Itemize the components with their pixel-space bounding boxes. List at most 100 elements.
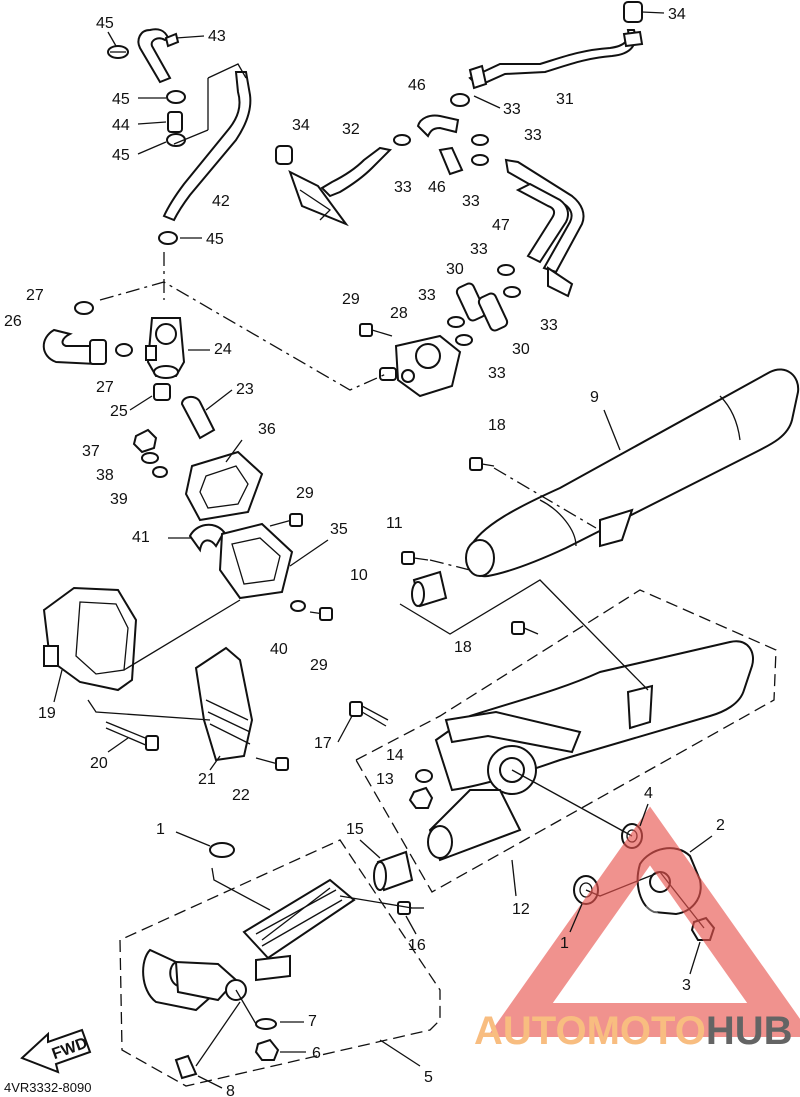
callout-7: 7 <box>308 1013 317 1030</box>
callout-numbers: 45 43 34 31 46 33 45 44 45 34 32 33 33 4… <box>4 6 725 1097</box>
washer-39 <box>152 466 168 478</box>
callout-6: 6 <box>312 1045 321 1062</box>
reed-valve-24 <box>145 317 186 379</box>
callout-18-top: 18 <box>488 417 506 434</box>
fwd-arrow-icon: FWD <box>20 1028 92 1074</box>
callout-18-low: 18 <box>454 639 472 656</box>
clip-45-a <box>166 90 186 104</box>
clip-27-top <box>74 301 94 315</box>
hose-42 <box>162 63 252 222</box>
watermark-text: AUTOMOTOHUB <box>474 1009 793 1053</box>
callout-33-d: 33 <box>462 193 480 210</box>
callout-13: 13 <box>376 771 394 788</box>
callout-31: 31 <box>556 91 574 108</box>
clip-33-b <box>393 134 411 146</box>
callout-30-low: 30 <box>512 341 530 358</box>
callout-10: 10 <box>350 567 368 584</box>
cap-25 <box>153 383 171 401</box>
washer-40 <box>290 600 306 612</box>
cap-34-top <box>623 1 643 23</box>
callout-26: 26 <box>4 313 22 330</box>
callout-43: 43 <box>208 28 226 45</box>
callout-37: 37 <box>82 443 100 460</box>
washer-7 <box>255 1018 277 1030</box>
callout-25: 25 <box>110 403 128 420</box>
callout-45-top: 45 <box>96 15 114 32</box>
housing-35 <box>218 522 294 600</box>
cover-36 <box>184 450 264 522</box>
hose-43 <box>137 28 180 84</box>
callout-42: 42 <box>212 193 230 210</box>
clip-27-lower <box>115 343 133 357</box>
catalog-code: 4VR3332-8090 <box>4 1080 91 1095</box>
clip-33-d <box>497 264 521 298</box>
callout-34-left: 34 <box>292 117 310 134</box>
bolt-22 <box>255 757 289 771</box>
washer-38 <box>141 452 159 464</box>
watermark-auto: AUTO <box>474 1009 587 1053</box>
callout-27-top: 27 <box>26 287 44 304</box>
cover-19 <box>42 586 138 692</box>
callout-33-e: 33 <box>470 241 488 258</box>
callout-24: 24 <box>214 341 232 358</box>
callout-33-g: 33 <box>540 317 558 334</box>
watermark-moto: MOTO <box>587 1009 706 1053</box>
hose-46-top <box>416 114 460 138</box>
callout-33-f: 33 <box>418 287 436 304</box>
callout-33-h: 33 <box>488 365 506 382</box>
callout-22: 22 <box>232 787 250 804</box>
washer-14 <box>415 769 433 783</box>
pipe-21 <box>194 646 254 762</box>
callout-45-b: 45 <box>112 147 130 164</box>
pipe-47 <box>504 158 585 298</box>
callout-19: 19 <box>38 705 56 722</box>
bolt-17 <box>349 701 389 727</box>
callout-21: 21 <box>198 771 216 788</box>
callout-8: 8 <box>226 1083 235 1097</box>
callout-14: 14 <box>386 747 404 764</box>
muffler-9 <box>465 368 800 578</box>
callout-46-low: 46 <box>428 179 446 196</box>
callout-11: 11 <box>386 515 403 532</box>
callout-45-a: 45 <box>112 91 130 108</box>
callout-33-c: 33 <box>394 179 412 196</box>
bolt-29-low <box>309 607 333 621</box>
hose-23 <box>180 396 216 440</box>
callout-1-right: 1 <box>560 935 569 952</box>
callout-16: 16 <box>408 937 426 954</box>
callout-33-a: 33 <box>503 101 521 118</box>
callout-45-c: 45 <box>206 231 224 248</box>
callout-9: 9 <box>590 389 599 406</box>
callout-41: 41 <box>132 529 150 546</box>
callout-40: 40 <box>270 641 288 658</box>
hose-26 <box>42 328 107 366</box>
clip-33-a <box>450 93 470 107</box>
hose-46-lower <box>438 146 464 176</box>
nut-6 <box>254 1038 280 1061</box>
callout-4: 4 <box>644 785 653 802</box>
watermark-logo: AUTOMOTOHUB <box>474 806 800 1053</box>
callout-44: 44 <box>112 117 130 134</box>
exhaust-pipe-5 <box>142 878 356 1012</box>
bolt-18-top <box>469 457 495 471</box>
nut-13 <box>408 786 434 809</box>
sleeve-10 <box>411 570 448 608</box>
callout-39: 39 <box>110 491 128 508</box>
callout-28: 28 <box>390 305 408 322</box>
callout-leaders <box>53 11 713 1089</box>
callout-27-low: 27 <box>96 379 114 396</box>
assembly-outline-5 <box>119 839 441 1087</box>
bolt-11 <box>401 551 429 565</box>
clip-33-c <box>471 134 489 166</box>
bolt-29-top <box>359 323 393 337</box>
clip-33-e <box>447 316 473 346</box>
pipe-32 <box>288 146 393 227</box>
bolt-20 <box>105 721 159 751</box>
hoses-30 <box>455 282 509 332</box>
callout-3: 3 <box>682 977 691 994</box>
leader-lines <box>87 252 705 1025</box>
clip-45-top <box>107 45 129 59</box>
clip-45-c <box>158 231 178 245</box>
nut-37 <box>132 428 158 454</box>
